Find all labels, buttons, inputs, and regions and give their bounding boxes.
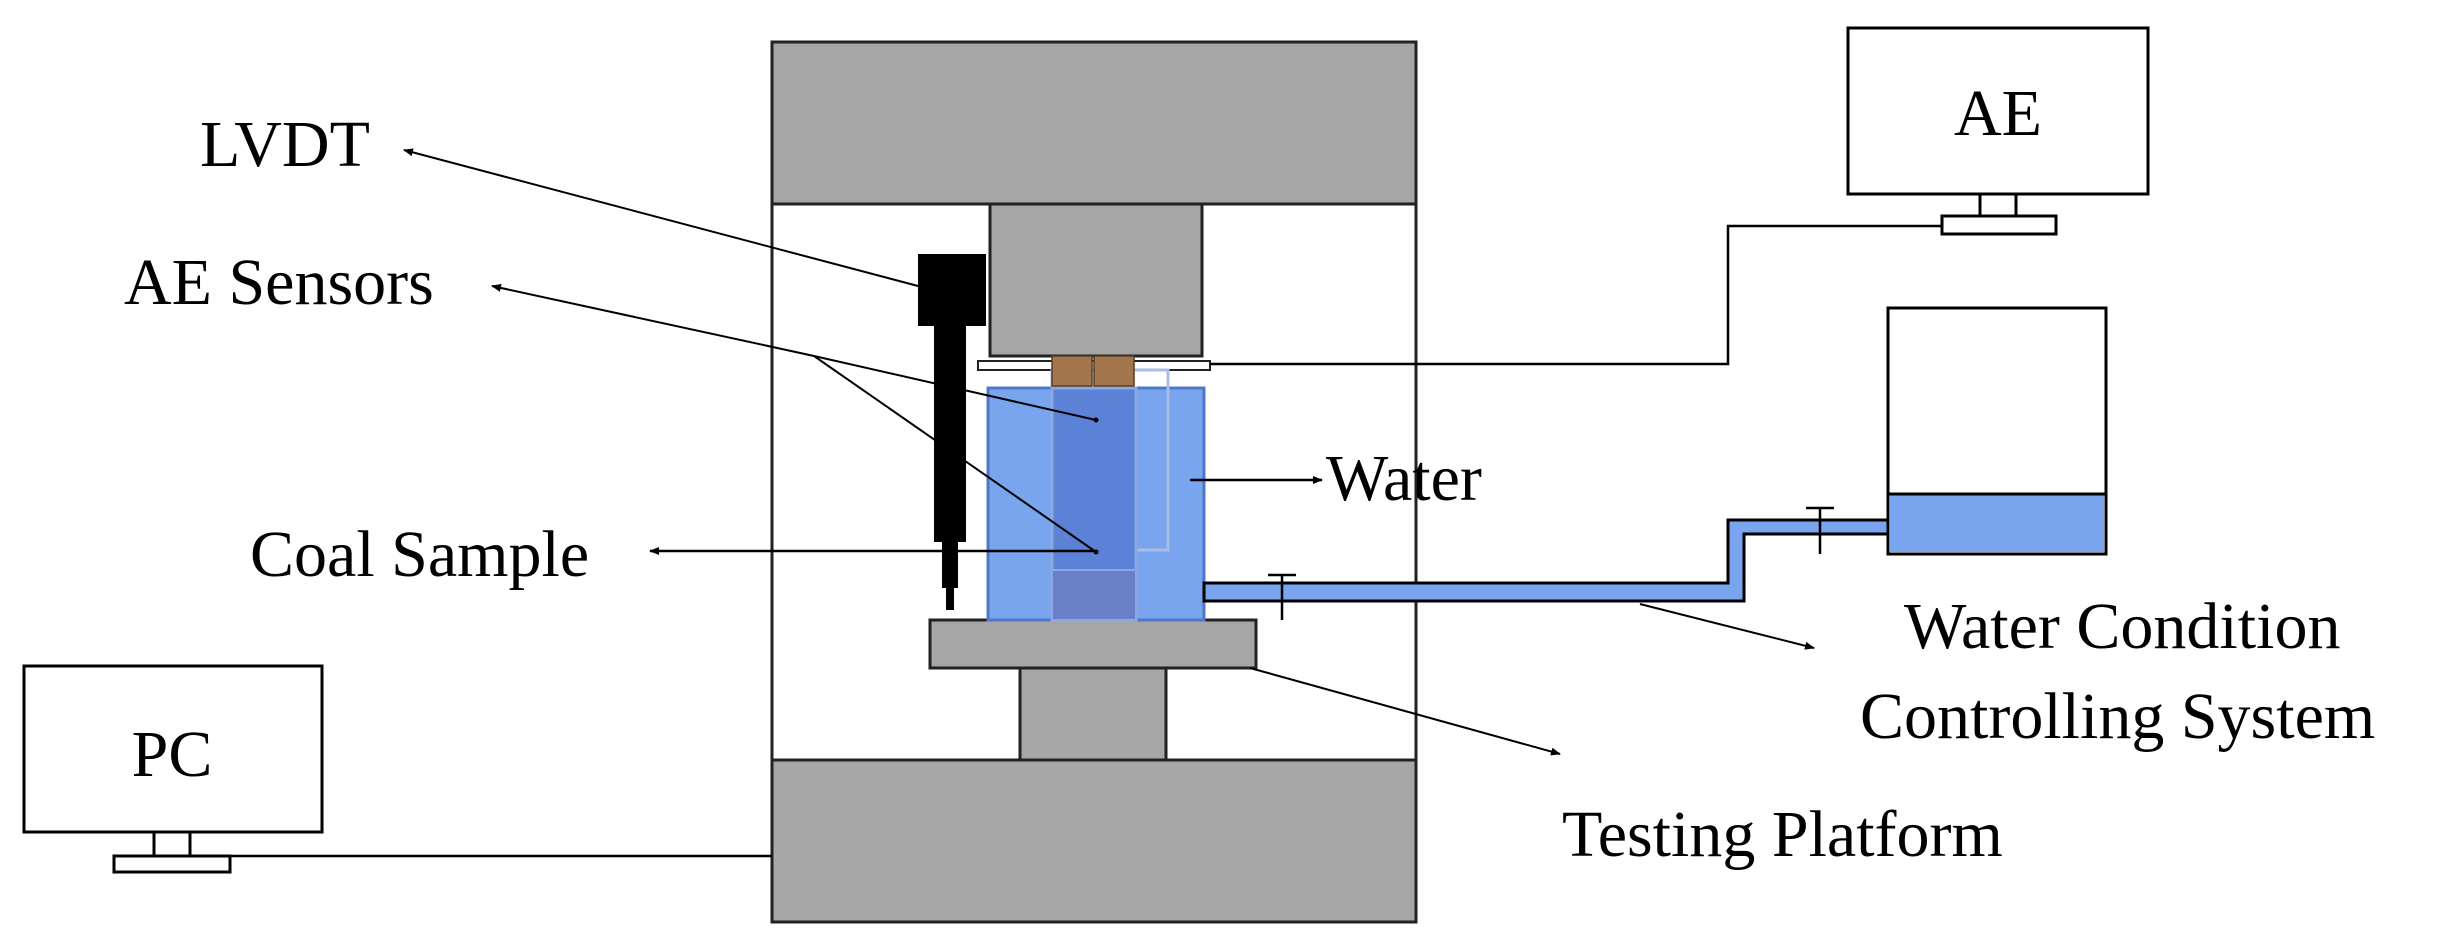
ae-sensor-pad-right [1093, 355, 1135, 387]
ae-monitor: AE [1846, 26, 2150, 236]
water-condition-label-line2: Controlling System [1860, 680, 2375, 753]
lower-support-column [1018, 666, 1168, 762]
frame-bottom-beam [770, 758, 1418, 924]
monitor-icon [1846, 26, 2150, 196]
water-tank [977, 355, 1211, 622]
ae-sensors-label: AE Sensors [124, 246, 434, 319]
lvdt-device [918, 254, 986, 610]
ae-sensors-callout-arrow [491, 284, 815, 357]
pc-monitor: PC [22, 664, 324, 874]
lvdt-head [918, 254, 986, 326]
testing-platform-callout-arrow [1249, 667, 1561, 756]
ae-sensor-pad-left [1051, 355, 1093, 387]
testing-platform-label: Testing Platform [1562, 798, 2003, 871]
ae-monitor-label: AE [1954, 77, 2042, 150]
lvdt-rod [934, 326, 966, 542]
upper-loading-piston [988, 202, 1204, 358]
valve-icon [1806, 506, 1834, 554]
pc-monitor-label: PC [132, 718, 213, 791]
frame-top-beam [770, 40, 1418, 206]
lvdt-callout-arrow [403, 148, 919, 287]
loading-frame [770, 40, 1418, 924]
valve-icon [1268, 573, 1296, 620]
pc-monitor-stand [152, 832, 192, 858]
ae-sensor-leader-lower [813, 355, 1097, 553]
reservoir-water [1890, 494, 2104, 552]
lvdt-label: LVDT [200, 108, 370, 181]
lvdt-tip [946, 588, 954, 610]
sample-lower-shadow [1051, 569, 1137, 621]
water-condition-label-line1: Water Condition [1904, 590, 2340, 663]
ae-monitor-base [1940, 214, 2058, 236]
ae-signal-cable [1210, 224, 1942, 366]
ae-monitor-stand [1978, 194, 2018, 218]
testing-platform [928, 618, 1258, 670]
monitor-icon [22, 664, 324, 834]
water-label: Water [1326, 442, 1482, 515]
water-condition-controlling-system [1202, 306, 2108, 620]
ae-sensor-leader-upper [813, 355, 1097, 421]
pc-monitor-base [112, 854, 232, 874]
coal-sample-label: Coal Sample [250, 518, 589, 591]
water-system-callout-arrow [1639, 603, 1815, 650]
lvdt-probe [942, 542, 958, 588]
